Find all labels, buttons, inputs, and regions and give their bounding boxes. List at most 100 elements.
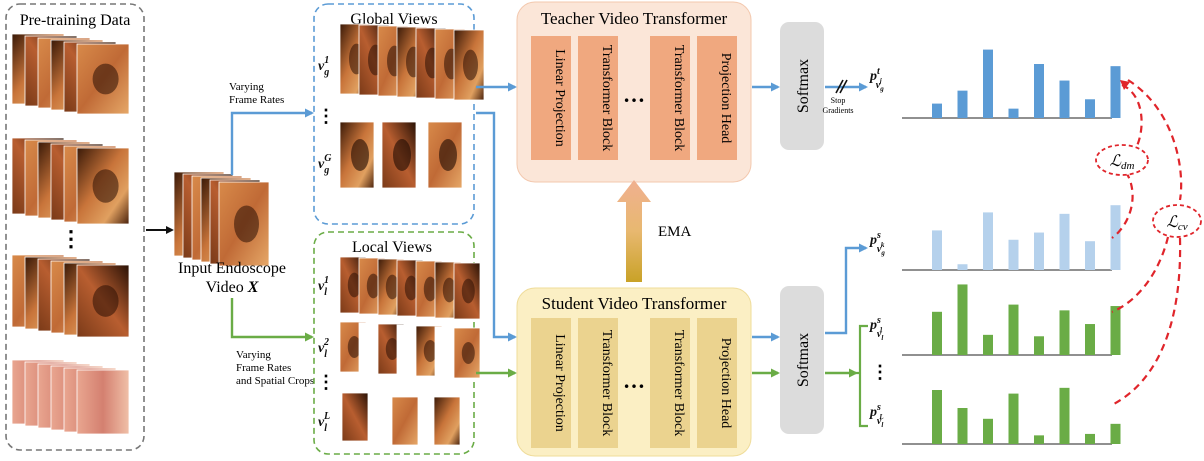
bar xyxy=(1059,80,1070,118)
lumen-shade xyxy=(404,275,418,301)
pretraining-video-stack-4 xyxy=(11,359,130,435)
local-views-title: Local Views xyxy=(352,239,432,256)
bar xyxy=(957,90,968,118)
lumen-shade xyxy=(461,342,475,364)
video-frame xyxy=(341,392,369,442)
svg-text:Transformer Block: Transformer Block xyxy=(671,330,686,436)
bar xyxy=(1008,393,1019,444)
bar xyxy=(1008,239,1019,270)
local-views-panel: Local Views vl1 vl2 ⋮ vlL xyxy=(313,231,481,455)
lumen-shade xyxy=(347,272,361,298)
dm-arrowhead xyxy=(1120,80,1130,90)
local-output-brace xyxy=(856,324,868,428)
teacher-block-transformer-1: Transformer Block xyxy=(578,36,618,160)
lumen-shade xyxy=(366,273,380,299)
loss-connections xyxy=(1111,79,1183,406)
bar xyxy=(932,103,942,118)
ema-label: EMA xyxy=(658,224,692,240)
video-frame xyxy=(76,369,130,435)
dm-from-teacher xyxy=(1121,83,1143,149)
global-view-label-1: vg1 xyxy=(318,55,329,78)
teacher-ellipsis: … xyxy=(623,82,645,107)
local-view-frames-L xyxy=(341,392,461,446)
bar xyxy=(1034,435,1044,444)
cv-from-teacher xyxy=(1127,79,1183,201)
global-arrow-label-1: Varying xyxy=(229,81,264,93)
student-ellipsis: … xyxy=(623,368,645,393)
student-block-linear-projection: Linear Projection xyxy=(531,318,571,448)
cv-to-local-1 xyxy=(1111,236,1170,314)
bar xyxy=(983,49,993,118)
pretraining-title: Pre-training Data xyxy=(20,12,131,29)
bar xyxy=(1008,108,1019,118)
bar xyxy=(957,264,968,270)
svg-text:Transformer Block: Transformer Block xyxy=(671,45,686,151)
input-video-frames xyxy=(173,171,270,267)
svg-text:ℒcv: ℒcv xyxy=(1166,214,1187,233)
lumen-shade xyxy=(423,276,437,302)
teacher-softmax: Softmax xyxy=(780,22,824,150)
bar xyxy=(1059,310,1070,355)
global-views-title: Global Views xyxy=(350,11,437,28)
student-block-transformer-1: Transformer Block xyxy=(578,318,618,448)
arrow-input-to-global xyxy=(230,108,314,175)
svg-text:Transformer Block: Transformer Block xyxy=(599,330,614,436)
bar xyxy=(957,284,968,355)
teacher-title: Teacher Video Transformer xyxy=(541,9,728,28)
lumen-shade xyxy=(92,285,119,317)
bar xyxy=(957,408,968,444)
local-arrow-label-3: and Spatial Crops xyxy=(236,375,314,387)
svg-text:Softmax: Softmax xyxy=(795,333,812,387)
svg-text:Linear Projection: Linear Projection xyxy=(552,49,567,147)
lumen-shade xyxy=(385,274,399,300)
svg-text:Linear Projection: Linear Projection xyxy=(552,334,567,432)
global-views-ellipsis: ⋮ xyxy=(317,106,335,126)
bar xyxy=(1110,423,1121,444)
stop-gradient-mark xyxy=(835,79,848,94)
lumen-shade xyxy=(385,338,399,360)
global-view-frames-G xyxy=(339,121,463,189)
svg-text:Softmax: Softmax xyxy=(795,59,812,113)
bar xyxy=(1110,306,1121,355)
lumen-shade xyxy=(442,277,456,303)
bar xyxy=(983,418,993,444)
student-local-1-distribution-chart xyxy=(902,284,1121,356)
local-view-label-2: vl2 xyxy=(318,337,329,360)
svg-text:Projection Head: Projection Head xyxy=(718,338,733,429)
bar xyxy=(1059,387,1070,444)
pretraining-panel: Pre-training Data ⋮ xyxy=(5,3,145,451)
bar xyxy=(1034,232,1044,270)
teacher-block-linear-projection: Linear Projection xyxy=(531,36,571,160)
input-video-label-2: Video X xyxy=(206,279,259,296)
lumen-shade xyxy=(461,278,475,304)
global-view-label-G: vgG xyxy=(318,153,332,176)
local-view-label-1: vl1 xyxy=(318,275,329,298)
lumen-shade xyxy=(423,340,437,362)
pretraining-ellipsis: ⋮ xyxy=(60,226,82,251)
stop-gradients-label-2: Gradients xyxy=(822,106,853,115)
bar xyxy=(932,311,942,355)
lumen-shade xyxy=(463,49,478,81)
bar xyxy=(1110,205,1121,270)
lumen-shade xyxy=(439,139,457,171)
bar xyxy=(1034,64,1044,118)
student-local-L-distribution-chart xyxy=(902,387,1121,445)
bar xyxy=(1085,433,1095,444)
teacher-distribution-chart xyxy=(902,49,1121,119)
local-views-ellipsis: ⋮ xyxy=(317,372,335,392)
pretraining-box xyxy=(5,3,145,451)
svg-text:ℒdm: ℒdm xyxy=(1110,153,1135,172)
global-views-panel: Global Views vg1 ⋮ vgG xyxy=(313,3,485,225)
student-softmax: Softmax xyxy=(780,286,824,434)
cv-to-local-L xyxy=(1111,237,1182,406)
local-view-frames-1 xyxy=(339,256,481,320)
global-arrow-label-2: Frame Rates xyxy=(229,94,284,106)
student-block-transformer-2: Transformer Block xyxy=(650,318,690,448)
bar xyxy=(1085,324,1095,355)
pretraining-video-stack-3 xyxy=(11,254,130,338)
svg-text:Projection Head: Projection Head xyxy=(718,53,733,144)
arrow-global-to-student xyxy=(476,111,517,342)
